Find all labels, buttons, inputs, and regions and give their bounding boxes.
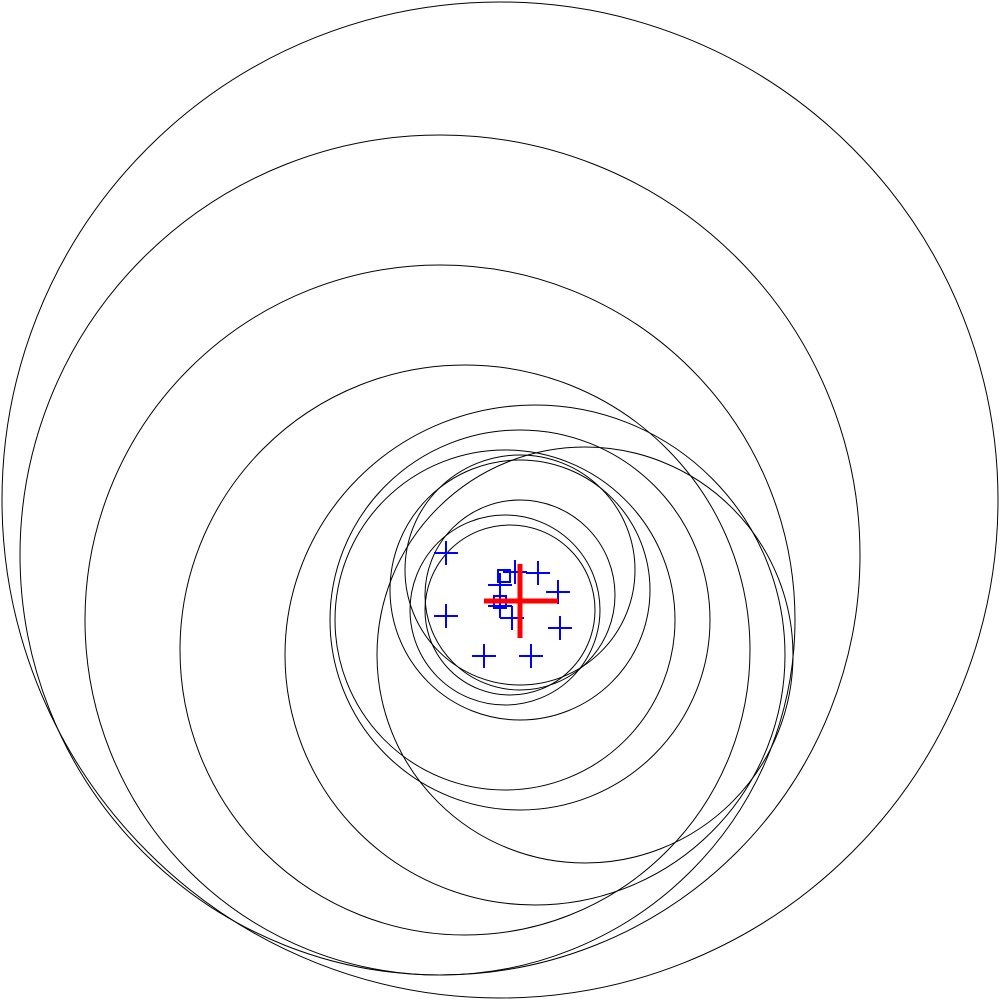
center-cross-marker [484,564,558,638]
circle-11 [424,499,616,691]
circle-13 [424,524,596,696]
center-marker-group [484,564,558,638]
plus-marker-6 [488,594,512,618]
circle-4 [179,364,751,936]
plus-marker-11 [519,644,543,668]
circle-3 [84,264,796,976]
plus-marker-4 [488,573,512,597]
circle-9 [389,459,651,721]
circle-12 [409,514,601,706]
plus-marker-1 [434,541,458,565]
square-marker-1 [497,569,511,583]
circle-10 [404,454,636,686]
circle-6 [376,446,794,864]
plus-marker-10 [472,644,496,668]
plus-marker-2 [503,560,527,584]
plus-marker-3 [526,561,550,585]
circle-7 [329,429,711,811]
circle-5 [284,404,786,906]
plus-marker-9 [548,616,572,640]
marker-group [434,541,572,668]
plus-marker-8 [434,604,458,628]
circle-8 [334,449,676,791]
